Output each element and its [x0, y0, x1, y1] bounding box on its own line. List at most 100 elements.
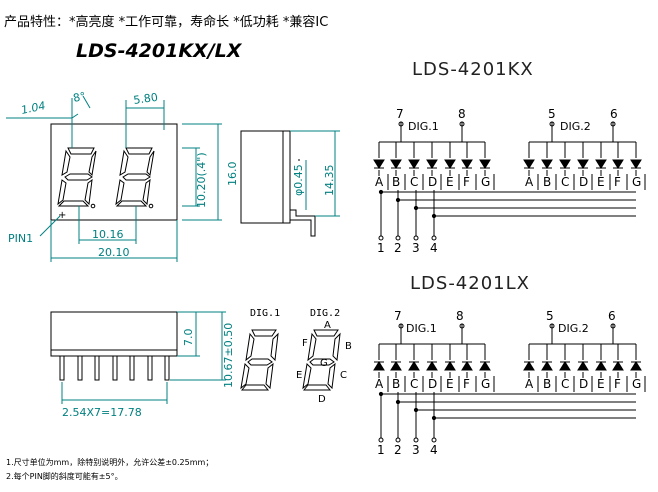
kx-seg-label-5: E	[597, 175, 605, 189]
dim-top-right: 5.80	[133, 91, 159, 107]
lx-pin-4: 4	[430, 443, 438, 457]
seg-c-label: C	[340, 370, 347, 381]
note-2: 2.每个PIN脚的斜度可能有±5°。	[6, 471, 123, 481]
kx-seg-label-2: B	[543, 175, 551, 189]
svg-text:+: +	[58, 210, 66, 221]
lx-pin6: 6	[608, 309, 616, 323]
kx-seg-label-7: G	[481, 175, 490, 189]
kx-pin5: 5	[548, 107, 556, 121]
dim-top-angle: 8°	[72, 90, 87, 105]
dim-width-digit: 10.16	[92, 228, 124, 241]
kx-seg-label-3: C	[561, 175, 569, 189]
lx-seg-label-5: E	[597, 377, 605, 391]
front-digit-1	[57, 147, 97, 209]
lx-seg-label-2: B	[543, 377, 551, 391]
kx-pin6: 6	[610, 107, 618, 121]
note-1: 1.尺寸单位为mm，除特别说明外，允许公差±0.25mm；	[6, 457, 213, 467]
seg-f-label: F	[302, 338, 308, 349]
lx-pin-3: 3	[412, 443, 420, 457]
side-view: φ0.45 14.35	[240, 130, 340, 237]
kx-diode-11	[577, 159, 589, 169]
lx-seg-label-4: D	[579, 377, 588, 391]
lx-diode-5	[444, 361, 456, 371]
kx-title: LDS-4201KX	[412, 59, 534, 80]
dim-side-total: 10.67±0.50	[222, 323, 235, 388]
lx-diode-7	[479, 361, 491, 371]
lx-pin7: 7	[394, 309, 402, 323]
dim-height-body: 16.0	[226, 162, 239, 187]
kx-seg-label-5: E	[446, 175, 454, 189]
kx-diode-14	[630, 159, 642, 169]
lx-diode-12	[595, 361, 607, 371]
lx-diode-8	[523, 361, 535, 371]
lx-seg-label-6: F	[463, 377, 470, 391]
lx-seg-label-2: B	[392, 377, 400, 391]
lx-diode-6	[461, 361, 473, 371]
lx-diode-13	[612, 361, 624, 371]
lx-seg-label-5: E	[446, 377, 454, 391]
kx-seg-label-2: B	[392, 175, 400, 189]
kx-diode-2	[390, 159, 402, 169]
lx-title: LDS-4201LX	[410, 273, 530, 294]
dim-pin-dia: φ0.45	[292, 164, 305, 196]
seg-b-label: B	[345, 341, 352, 352]
kx-pin-1: 1	[377, 241, 385, 255]
dim-height-digit: 10.20(.4")	[195, 152, 208, 208]
lx-diode-1	[373, 361, 385, 371]
seg-d-label: D	[318, 394, 326, 405]
seg-e-label: E	[296, 370, 302, 381]
kx-diode-1	[373, 159, 385, 169]
lx-dig1: DIG.1	[406, 322, 437, 335]
kx-diode-8	[523, 159, 535, 169]
lx-seg-label-4: D	[428, 377, 437, 391]
kx-diode-9	[541, 159, 553, 169]
kx-diode-12	[595, 159, 607, 169]
lx-seg-label-7: G	[481, 377, 490, 391]
kx-pin-4: 4	[430, 241, 438, 255]
kx-diode-13	[612, 159, 624, 169]
lx-diode-3	[408, 361, 420, 371]
kx-seg-label-4: D	[579, 175, 588, 189]
lx-seg-label-3: C	[410, 377, 418, 391]
lx-diode-4	[426, 361, 438, 371]
lx-seg-label-6: F	[614, 377, 621, 391]
lx-seg-label-1: A	[375, 377, 384, 391]
front-digit-2	[115, 147, 155, 209]
lx-diode-9	[541, 361, 553, 371]
features-text: 产品特性：*高亮度 *工作可靠，寿命长 *低功耗 *兼容IC	[4, 14, 328, 30]
lx-diode-11	[577, 361, 589, 371]
lx-pin-1: 1	[377, 443, 385, 457]
kx-dig2: DIG.2	[560, 120, 591, 133]
lx-seg-label-7: G	[632, 377, 641, 391]
kx-pin7: 7	[396, 107, 404, 121]
lx-diode-2	[390, 361, 402, 371]
dim-width-body: 20.10	[98, 246, 130, 259]
lx-seg-label-1: A	[525, 377, 534, 391]
kx-diode-4	[426, 159, 438, 169]
kx-seg-label-6: F	[614, 175, 621, 189]
kx-diode-10	[559, 159, 571, 169]
dim-side-small: 7.0	[182, 329, 195, 347]
lx-pin-2: 2	[394, 443, 402, 457]
kx-seg-label-4: D	[428, 175, 437, 189]
kx-diode-3	[408, 159, 420, 169]
lx-pin8: 8	[456, 309, 464, 323]
kx-pin-2: 2	[394, 241, 402, 255]
kx-seg-label-7: G	[632, 175, 641, 189]
kx-seg-label-1: A	[525, 175, 534, 189]
kx-pin-3: 3	[412, 241, 420, 255]
seg-g-label: G	[320, 358, 328, 369]
dim-pitch: 2.54X7=17.78	[62, 406, 142, 419]
segment-diagram: DIG.1 DIG.2 A B C D E F G	[240, 308, 352, 405]
kx-diode-5	[444, 159, 456, 169]
model-title: LDS-4201KX/LX	[76, 40, 243, 62]
kx-dig1: DIG.1	[408, 120, 439, 133]
kx-seg-label-6: F	[463, 175, 470, 189]
kx-diode-7	[479, 159, 491, 169]
lx-pin5: 5	[546, 309, 554, 323]
dim-side-height: 14.35	[323, 165, 336, 197]
kx-pin8: 8	[458, 107, 466, 121]
